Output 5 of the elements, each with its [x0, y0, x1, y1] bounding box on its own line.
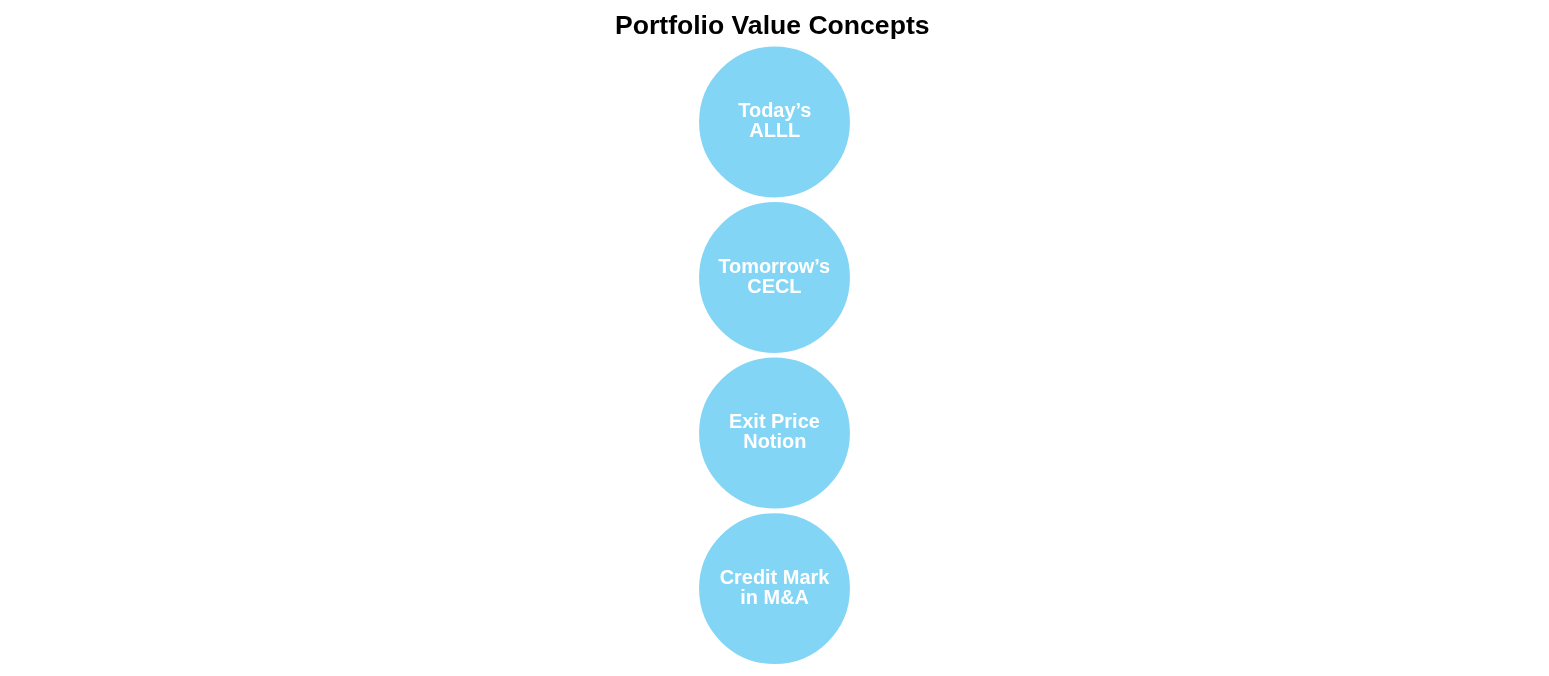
- node-circle: Tomorrow’s CECL: [697, 200, 852, 355]
- node-circle: Today’s ALLL: [697, 44, 852, 200]
- node-circle: Credit Mark in M&A: [697, 511, 852, 666]
- node-circle: Exit Price Notion: [697, 355, 852, 511]
- diagram-title: Portfolio Value Concepts: [614, 10, 930, 41]
